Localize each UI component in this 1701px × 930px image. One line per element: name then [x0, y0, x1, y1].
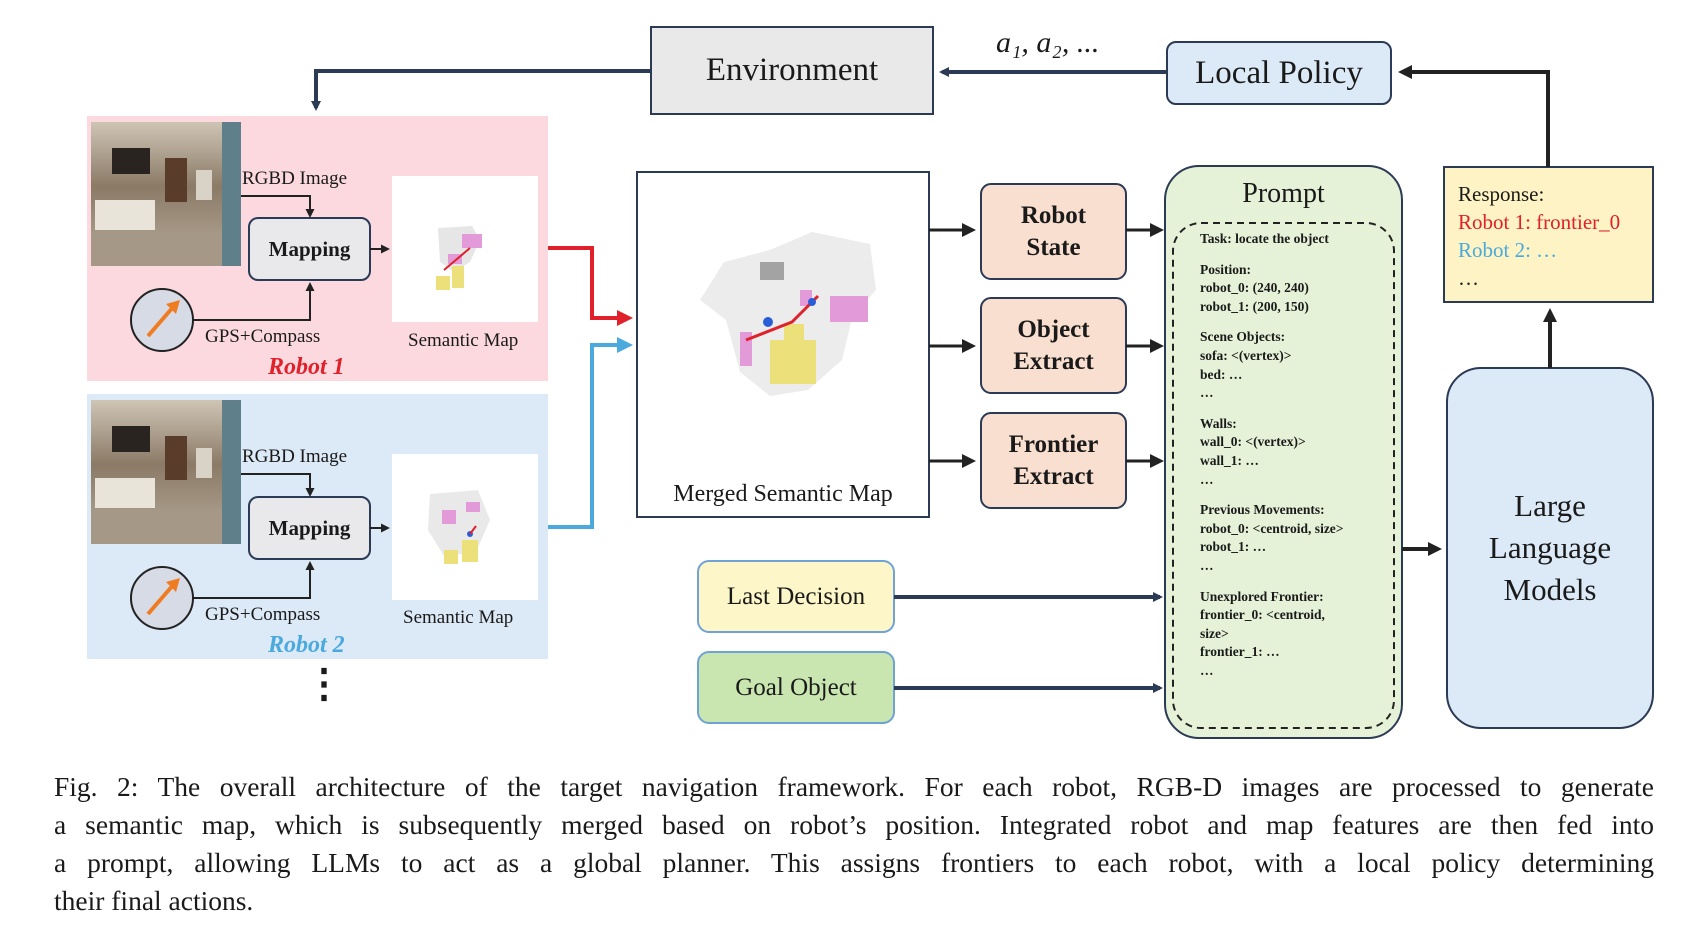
more-robots-ellipsis: ⋮	[304, 661, 344, 706]
gps-compass-label-robot-2: GPS+Compass	[205, 604, 321, 625]
prompt-walls-line: …	[1200, 471, 1214, 487]
rgb-image-robot-2	[91, 400, 241, 544]
prompt-walls-line: wall_1: …	[1200, 452, 1259, 468]
caption-line: their final actions.	[54, 885, 254, 916]
rgbd-image-label-robot-1: RGBD Image	[242, 168, 348, 189]
caption-line: a semantic map, which is subsequently me…	[54, 809, 1654, 840]
robot-2-label: Robot 2	[268, 632, 345, 658]
rgb-image-robot-1	[91, 122, 241, 266]
last-decision-label: Last Decision	[726, 582, 866, 610]
prompt-prev-line: robot_1: …	[1200, 539, 1267, 555]
response-header: Response:	[1458, 182, 1545, 206]
environment-box	[650, 26, 934, 115]
prompt-task: Task: locate the object	[1200, 231, 1329, 246]
rgbd-image-label-robot-2: RGBD Image	[242, 446, 348, 467]
prompt-box	[1164, 165, 1403, 739]
caption-line: a prompt, allowing LLMs to act as a glob…	[54, 847, 1654, 878]
merged-map-image	[700, 232, 876, 396]
merged-map-label: Merged Semantic Map	[673, 480, 893, 507]
prompt-frontier-line: frontier_1: …	[1200, 644, 1280, 660]
prompt-prev-line: robot_0: <centroid, size>	[1200, 520, 1344, 536]
compass-icon-robot-2	[130, 566, 194, 630]
prompt-scene-header: Scene Objects:	[1200, 329, 1286, 345]
response-ellipsis: …	[1458, 266, 1479, 290]
prompt-position-line: robot_1: (200, 150)	[1200, 298, 1309, 314]
prompt-frontier-header: Unexplored Frontier:	[1200, 588, 1324, 604]
response-robot-2: Robot 2: …	[1458, 238, 1558, 262]
prompt-position-line: robot_0: (240, 240)	[1200, 280, 1309, 296]
prompt-title: Prompt	[1242, 178, 1325, 209]
prompt-frontier-line: frontier_0: <centroid,	[1200, 607, 1325, 623]
semantic-map-robot-2	[392, 454, 538, 600]
semantic-map-robot-1	[392, 176, 538, 322]
frontier-extract-label: Frontier Extract	[1008, 430, 1099, 490]
mapping-label-robot-1: Mapping	[268, 236, 351, 261]
semantic-map-label-robot-2: Semantic Map	[403, 607, 514, 628]
object-extract-label: Object Extract	[1013, 315, 1094, 375]
robot-1-arrow	[548, 246, 633, 326]
environment-label: Environment	[705, 52, 879, 88]
prompt-content: Task: locate the object Position: robot_…	[1200, 230, 1344, 680]
prompt-scene-line: bed: …	[1200, 366, 1243, 382]
prompt-frontier-line: size>	[1200, 625, 1229, 641]
prompt-scene-line: sofa: <(vertex)>	[1200, 347, 1292, 363]
mapping-label-robot-2: Mapping	[268, 515, 351, 540]
compass-icon-robot-1	[130, 288, 194, 352]
semantic-map-label-robot-1: Semantic Map	[408, 330, 519, 351]
prompt-scene-line: …	[1200, 385, 1214, 401]
gps-compass-label-robot-1: GPS+Compass	[205, 326, 321, 347]
figure-caption: Fig. 2: The overall architecture of the …	[54, 768, 1654, 920]
robot-1-label: Robot 1	[268, 354, 345, 380]
robot-2-arrow	[548, 337, 633, 529]
response-content: Response: Robot 1: frontier_0 Robot 2: ……	[1458, 180, 1620, 292]
prompt-position-header: Position:	[1200, 261, 1252, 277]
goal-object-label: Goal Object	[735, 673, 857, 701]
prompt-walls-header: Walls:	[1200, 415, 1237, 431]
local-policy-label: Local Policy	[1195, 54, 1363, 91]
response-robot-1: Robot 1: frontier_0	[1458, 210, 1621, 234]
robot-state-label: Robot State	[1020, 201, 1087, 261]
prompt-prev-header: Previous Movements:	[1200, 502, 1325, 518]
prompt-frontier-line: …	[1200, 662, 1214, 678]
response-box	[1443, 166, 1654, 303]
caption-line: Fig. 2: The overall architecture of the …	[54, 771, 1654, 802]
prompt-walls-line: wall_0: <(vertex)>	[1200, 434, 1306, 450]
llm-label: Large Language Models	[1488, 488, 1612, 607]
prompt-inner-box	[1172, 222, 1395, 729]
actions-label: a₁, a₂, ...	[996, 26, 1100, 59]
prompt-prev-line: …	[1200, 557, 1214, 573]
